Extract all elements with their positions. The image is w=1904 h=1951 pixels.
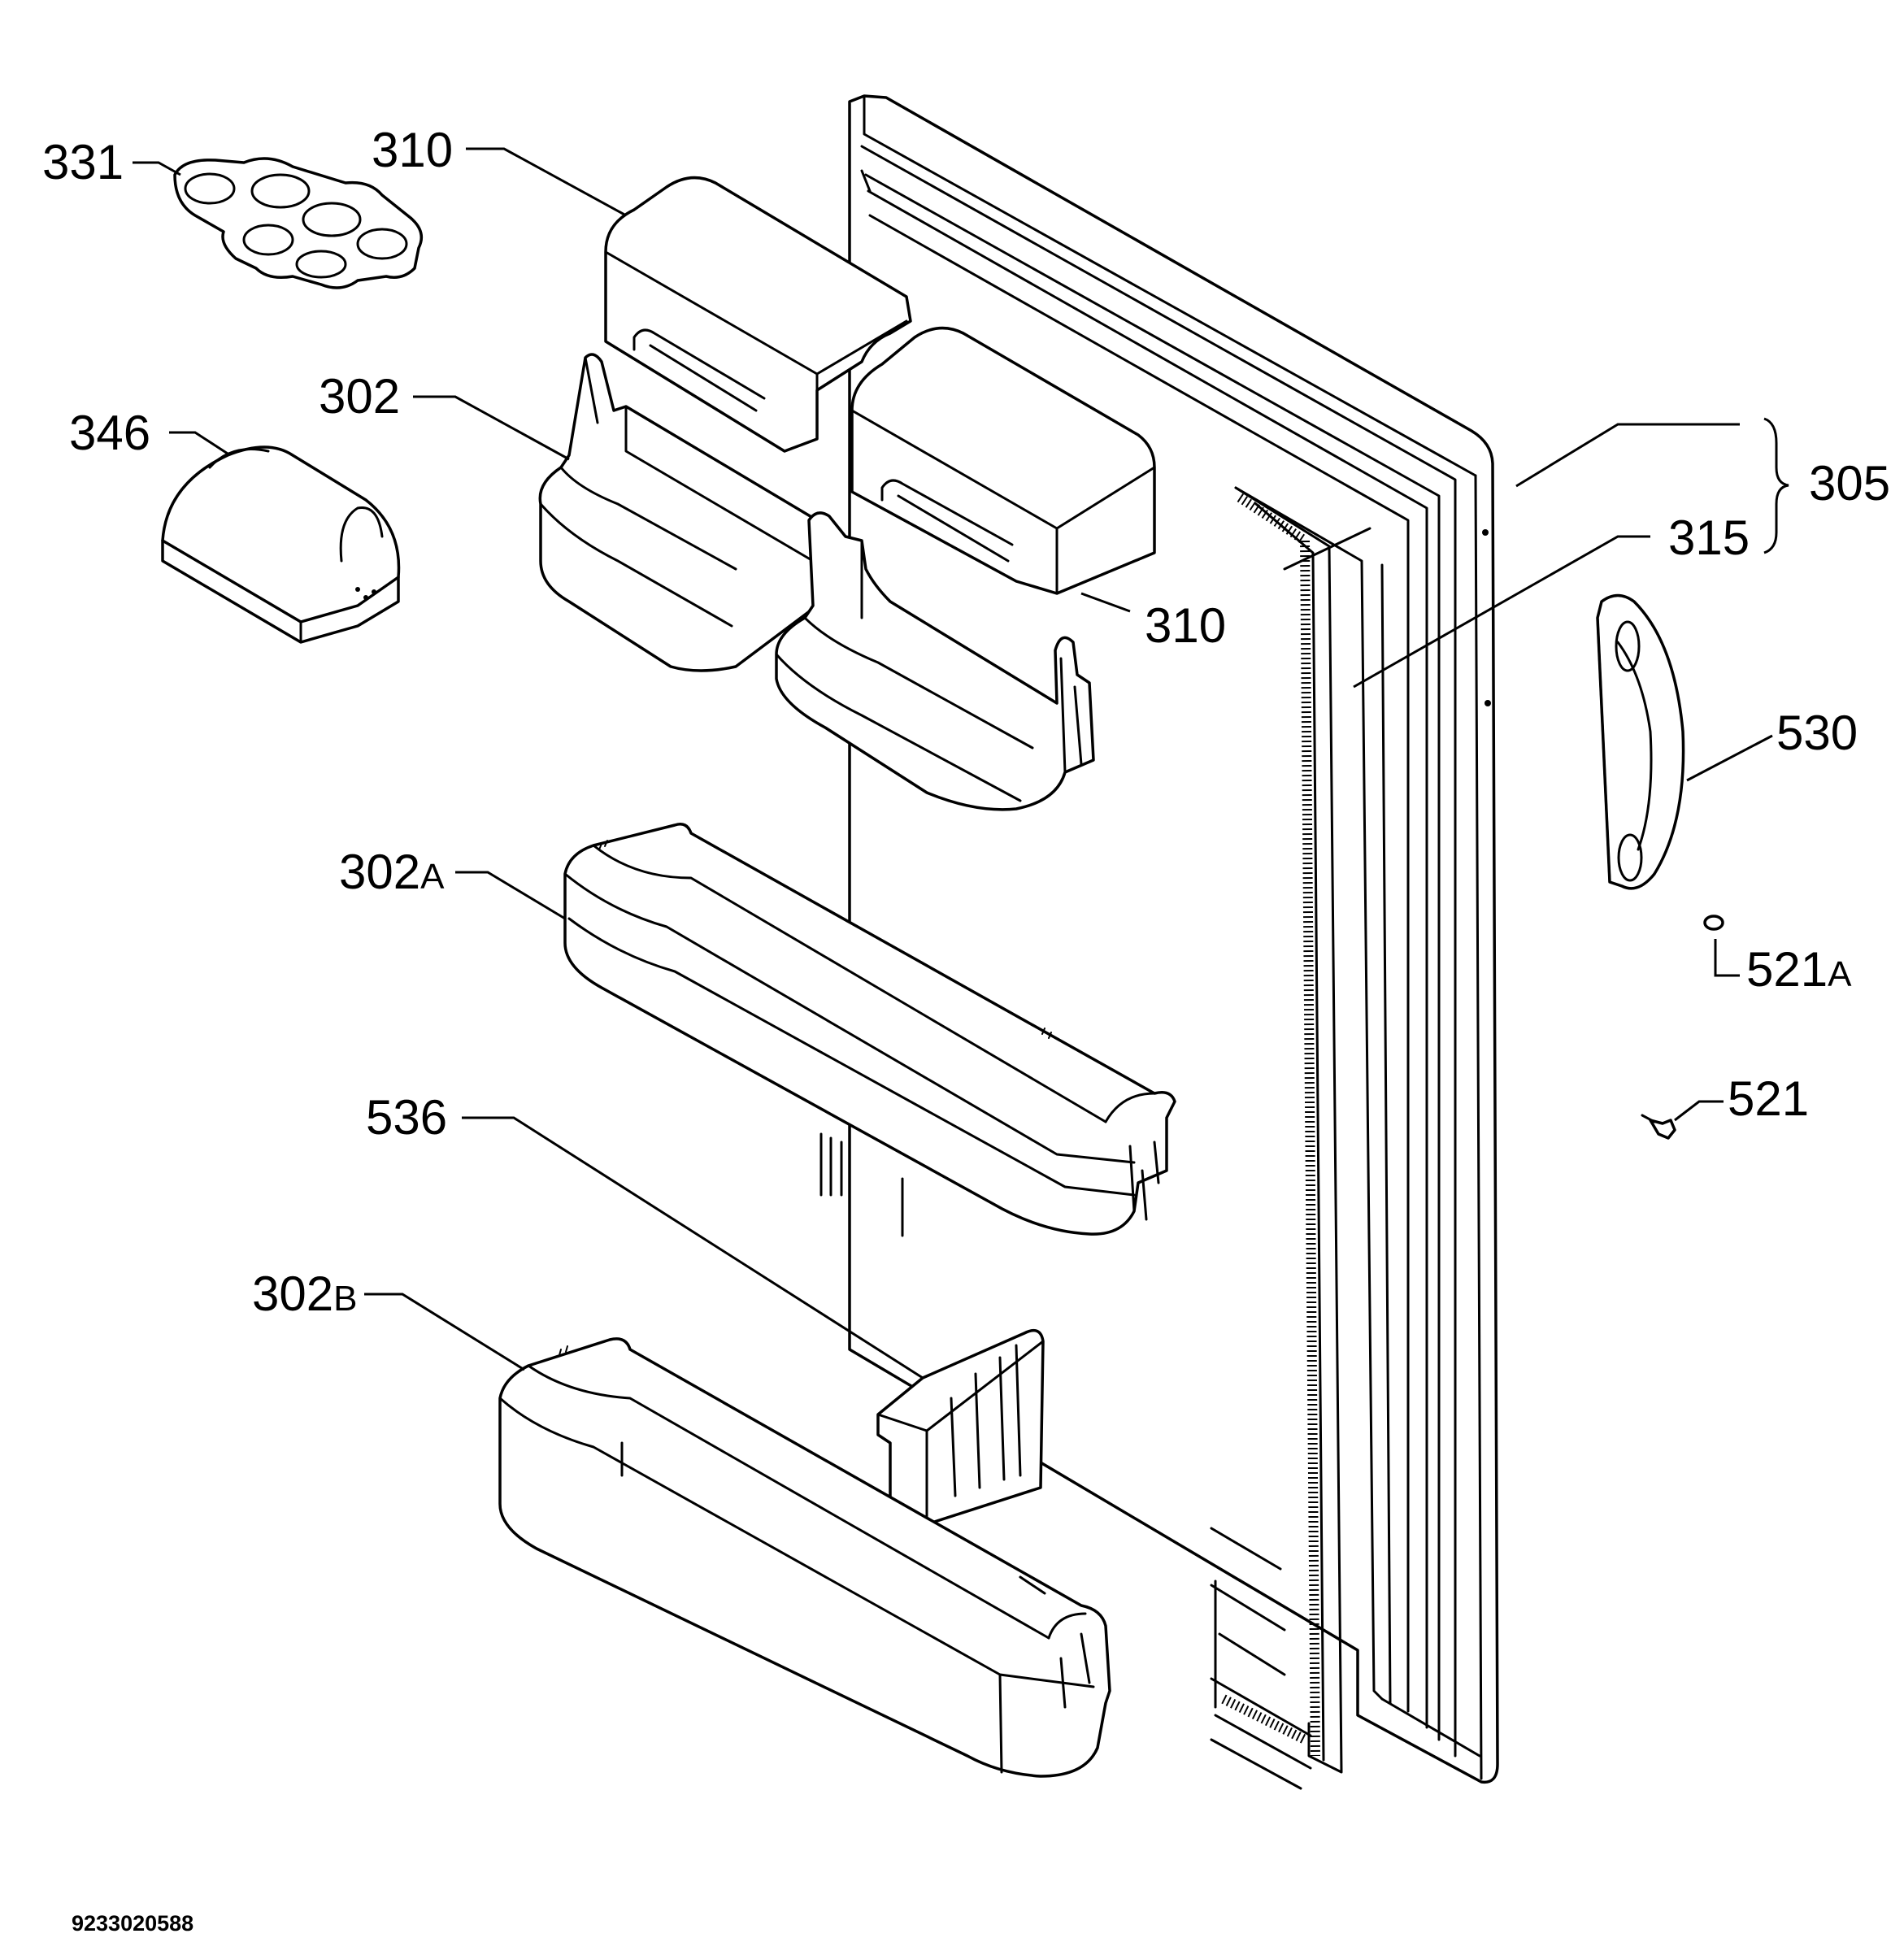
label-346: 346	[69, 406, 150, 460]
label-530: 530	[1776, 706, 1858, 760]
box-lid-upper	[604, 176, 912, 453]
label-521a-suffix: A	[1828, 954, 1852, 994]
label-310-upper: 310	[372, 123, 453, 177]
label-302a-suffix: A	[420, 857, 445, 897]
document-number: 9233020588	[72, 1911, 193, 1936]
label-521a: 521A	[1746, 942, 1852, 997]
door-shelf-a	[563, 823, 1176, 1237]
label-302: 302	[319, 369, 400, 424]
butter-dish	[161, 445, 401, 644]
label-305: 305	[1809, 456, 1890, 511]
label-302b: 302B	[252, 1267, 357, 1321]
door-shelf-b	[498, 1337, 1111, 1778]
label-331: 331	[42, 135, 124, 189]
door-bin-pair	[538, 353, 1095, 811]
label-521: 521	[1728, 1071, 1809, 1126]
door-handle	[1596, 593, 1685, 890]
cap	[1703, 915, 1724, 931]
label-310-lower: 310	[1145, 598, 1226, 653]
label-302a-number: 302	[339, 845, 420, 899]
label-536: 536	[366, 1090, 447, 1145]
label-302b-number: 302	[252, 1267, 333, 1321]
box-lid-lower	[850, 326, 1156, 595]
label-302a: 302A	[339, 845, 445, 899]
label-521a-number: 521	[1746, 942, 1828, 997]
egg-tray	[173, 157, 424, 289]
screw	[1641, 1114, 1676, 1140]
label-315: 315	[1668, 511, 1750, 565]
label-302b-suffix: B	[333, 1279, 357, 1319]
part-labels: 331 310 302 346 310 302A 536 302B 305 31…	[42, 123, 1890, 1936]
bottle-divider	[876, 1328, 1045, 1526]
leader-lines	[133, 147, 1789, 1380]
